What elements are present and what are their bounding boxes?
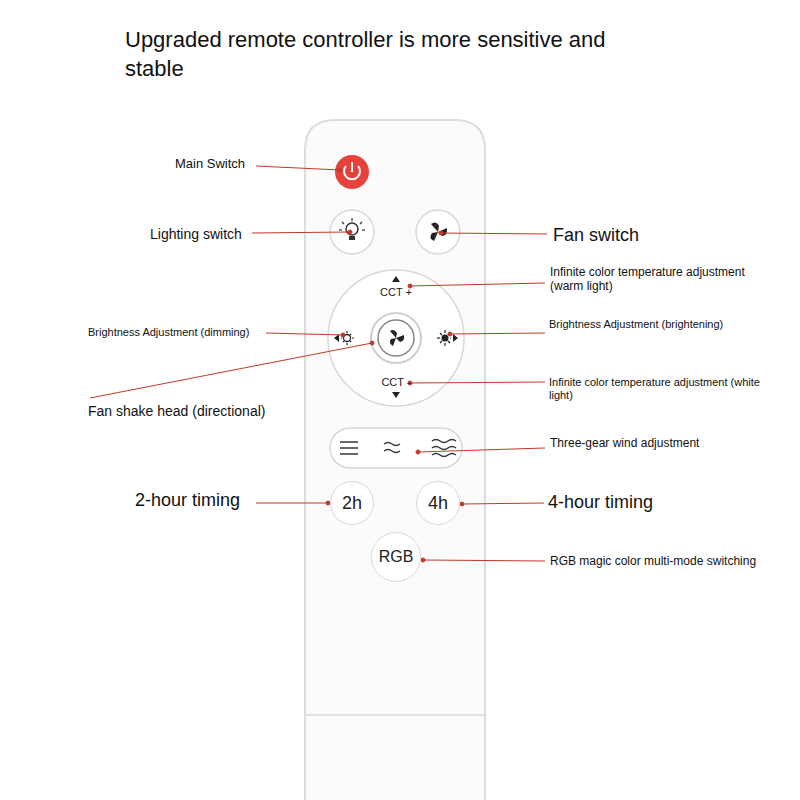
callout-label: Brightness Adjustment (brightening) (549, 318, 764, 331)
callout-label: RGB magic color multi-mode switching (550, 554, 790, 568)
button-text: RGB (379, 549, 414, 565)
button-text: CCT + (329, 287, 463, 298)
button-text: 4h (428, 494, 448, 512)
callout-label: Main Switch (175, 156, 245, 172)
callout-label: Brightness Adjustment (dimming) (88, 326, 249, 339)
callout-label: Infinite color temperature adjustment (w… (550, 265, 765, 294)
callout-label: 2-hour timing (135, 490, 240, 512)
page-title: Upgraded remote controller is more sensi… (125, 26, 655, 83)
button-text: CCT - (329, 377, 463, 388)
callout-label: Three-gear wind adjustment (550, 436, 720, 450)
round-button: 2h (330, 481, 374, 525)
callout-label: Lighting switch (150, 226, 242, 243)
callout-label: Fan shake head (directional) (88, 403, 265, 420)
button-text: 2h (342, 494, 362, 512)
callout-label: Infinite color temperature adjustment (w… (549, 376, 769, 402)
control-dial: CCT + CCT - (328, 270, 464, 406)
callout-label: 4-hour timing (548, 492, 653, 514)
round-button: 4h (416, 481, 460, 525)
round-button: RGB (371, 532, 421, 582)
callout-label: Fan switch (553, 225, 639, 247)
